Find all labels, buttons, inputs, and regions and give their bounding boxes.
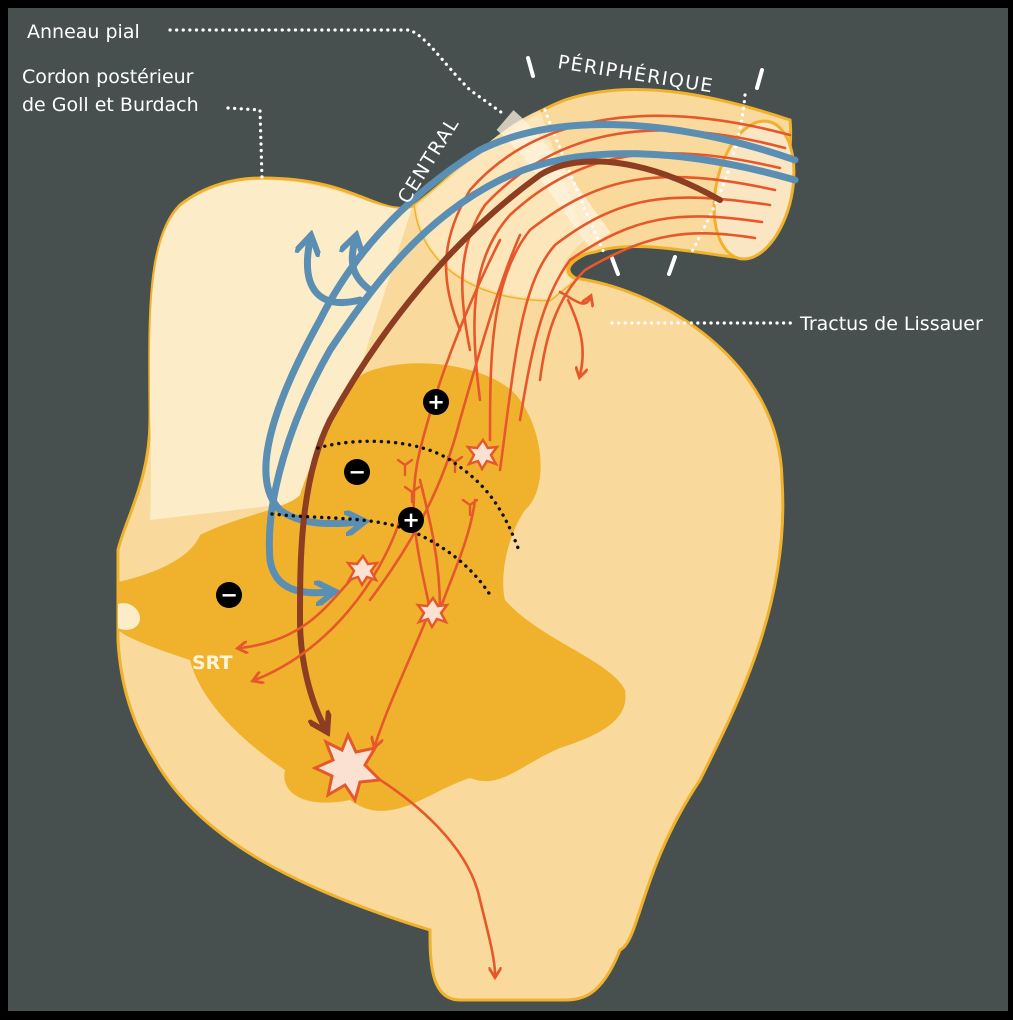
sign-minus-2: −: [216, 582, 242, 608]
label-tractus: Tractus de Lissauer: [799, 313, 983, 335]
label-srt: SRT: [192, 652, 232, 674]
label-anneau-pial: Anneau pial: [27, 21, 140, 43]
svg-text:−: −: [348, 460, 366, 484]
svg-text:+: +: [402, 508, 420, 532]
sign-minus-1: −: [344, 459, 370, 485]
sign-plus-1: +: [423, 389, 449, 415]
svg-text:+: +: [427, 390, 445, 414]
sign-plus-2: +: [398, 507, 424, 533]
label-cordon-line1: Cordon postérieur: [22, 66, 194, 88]
svg-text:−: −: [220, 583, 238, 607]
label-cordon-line2: de Goll et Burdach: [22, 94, 199, 116]
